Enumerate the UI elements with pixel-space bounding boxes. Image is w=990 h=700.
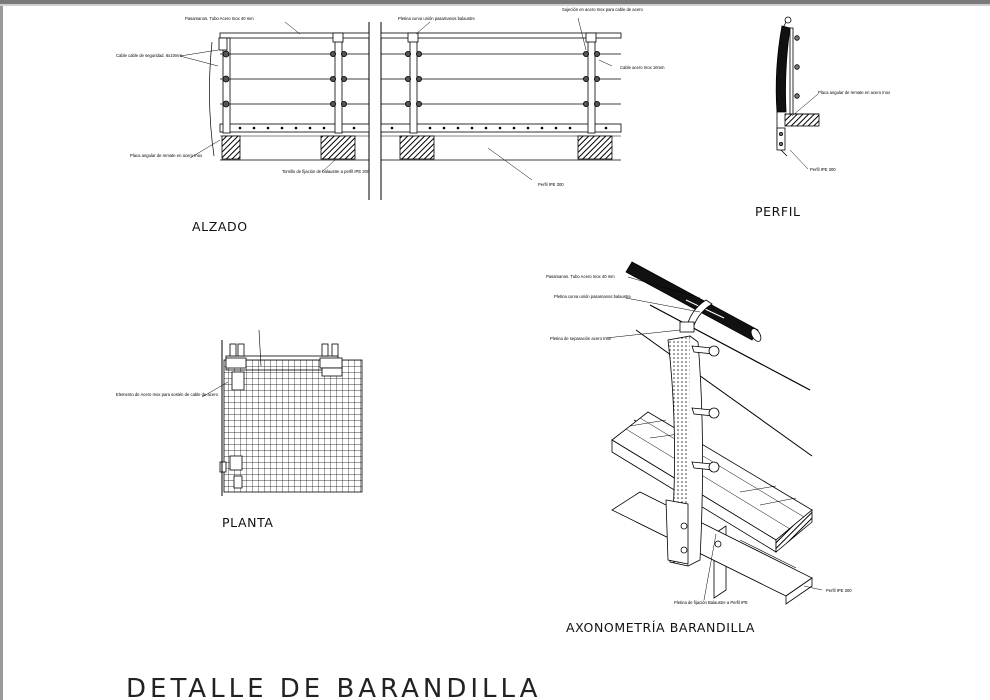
alzado-note-sujecion: Sujeción en acero Inox para cable de ace… <box>562 7 643 12</box>
alzado-note-cable-acero: Cable acero Inox 10mm <box>620 65 665 70</box>
alzado-note-tornillo: Tornillo de fijación de balaustre a perf… <box>282 169 370 174</box>
perfil-annotations: Placa angular de remate en acero Inox Pe… <box>755 90 891 219</box>
planta-annotations: Elemento de Acero Inox para sostén de ca… <box>116 392 274 530</box>
perfil-note-perfil-ipe: Perfil IPE 300 <box>810 167 836 172</box>
axo-note-pletina-curva: Pletina curva unión pasamanos balaustre <box>554 294 631 299</box>
perfil-note-placa-angular: Placa angular de remate en acero Inox <box>818 90 891 95</box>
drawing-title: DETALLE DE BARANDILLA <box>126 674 541 700</box>
axonometria-view <box>605 261 823 605</box>
alzado-view <box>179 17 622 200</box>
perfil-view <box>775 16 820 170</box>
planta-view-label: PLANTA <box>222 515 274 530</box>
alzado-view-label: ALZADO <box>192 219 248 234</box>
axonometria-view-label: AXONOMETRÍA BARANDILLA <box>566 620 755 635</box>
alzado-annotations: Pasamanos. Tubo Acero Inox 40 mm Pletina… <box>116 7 665 234</box>
alzado-note-pletina-curva: Pletina curva unión pasamanos balaustre <box>398 16 475 21</box>
planta-note-elemento: Elemento de Acero Inox para sostén de ca… <box>116 392 219 397</box>
window-frame-top <box>0 0 990 4</box>
perfil-view-label: PERFIL <box>755 204 801 219</box>
axo-note-pletina-separacion: Pletina de separación acero Inox <box>550 336 612 341</box>
axo-note-perfil-ipe: Perfil IPE 300 <box>826 588 852 593</box>
alzado-note-perfil-ipe: Perfil IPE 300 <box>538 182 564 187</box>
window-frame-left <box>0 6 3 700</box>
axo-note-pasamanos: Pasamanos. Tubo Acero Inox 40 mm <box>546 274 615 279</box>
alzado-note-pasamanos: Pasamanos. Tubo Acero Inox 40 mm <box>185 16 254 21</box>
axonometria-annotations: Pasamanos. Tubo Acero Inox 40 mm Pletina… <box>546 274 852 635</box>
axo-note-pletina-fijacion: Pletina de fijación Balaustre a Perfil I… <box>674 600 748 605</box>
alzado-note-cable-seguridad: Cable cable de seguridad. 6x10mm <box>116 53 182 58</box>
planta-view <box>201 329 363 496</box>
alzado-note-placa-angular: Placa angular de remate en acero Inox <box>130 153 203 158</box>
window-frame-shadow <box>0 4 990 6</box>
